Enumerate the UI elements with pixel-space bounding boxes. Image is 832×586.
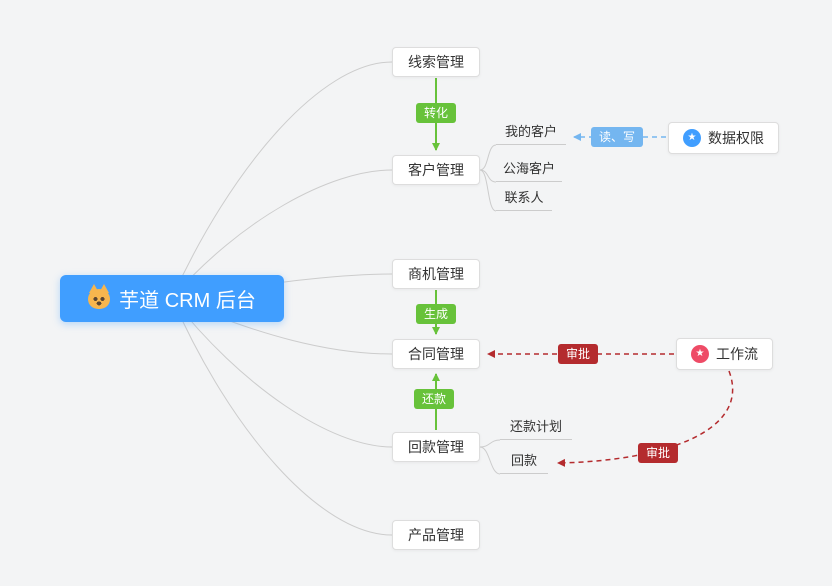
- connector-customers-contacts: [479, 169, 497, 212]
- node-opportunities-label: 商机管理: [408, 266, 464, 282]
- connector-root-leads: [171, 61, 393, 299]
- star-icon: ★: [683, 129, 701, 147]
- connector-root-customers: [171, 169, 393, 299]
- star-icon: ★: [691, 345, 709, 363]
- edge-label-approve-contract: 审批: [557, 344, 599, 364]
- connector-root-products: [171, 297, 393, 536]
- node-workflow-label: 工作流: [716, 346, 758, 362]
- node-customers[interactable]: 客户管理: [392, 155, 480, 185]
- node-receivables-label: 回款管理: [408, 439, 464, 455]
- connector-receivables-plan: [479, 439, 501, 448]
- root-label: 芋道 CRM 后台: [119, 290, 256, 312]
- node-contracts[interactable]: 合同管理: [392, 339, 480, 369]
- dog-face-icon: [88, 283, 111, 309]
- edge-label-repay: 还款: [413, 389, 455, 409]
- node-leads-label: 线索管理: [408, 54, 464, 70]
- leaf-pool-customers[interactable]: 公海客户: [496, 160, 562, 182]
- leaf-contacts[interactable]: 联系人: [496, 189, 552, 211]
- node-data-permission[interactable]: ★ 数据权限: [668, 122, 779, 154]
- node-leads[interactable]: 线索管理: [392, 47, 480, 77]
- root-node[interactable]: 芋道 CRM 后台: [60, 275, 284, 322]
- node-customers-label: 客户管理: [408, 162, 464, 178]
- edge-label-read-write: 读、写: [590, 127, 644, 147]
- leaf-repayment[interactable]: 回款: [500, 452, 548, 474]
- node-products-label: 产品管理: [408, 527, 464, 543]
- connector-customers-mine: [479, 144, 497, 171]
- connector-receivables-payment: [479, 446, 501, 475]
- node-contracts-label: 合同管理: [408, 346, 464, 362]
- leaf-my-customers[interactable]: 我的客户: [496, 123, 566, 145]
- leaf-repayment-plan[interactable]: 还款计划: [500, 418, 572, 440]
- connector-root-receivables: [171, 297, 393, 448]
- edge-label-convert: 转化: [415, 103, 457, 123]
- node-workflow[interactable]: ★ 工作流: [676, 338, 773, 370]
- node-data-permission-label: 数据权限: [708, 130, 764, 146]
- edge-label-generate: 生成: [415, 304, 457, 324]
- edge-label-approve-receivable: 审批: [637, 443, 679, 463]
- arrow-approve-receivable: [557, 370, 734, 467]
- node-opportunities[interactable]: 商机管理: [392, 259, 480, 289]
- node-products[interactable]: 产品管理: [392, 520, 480, 550]
- node-receivables[interactable]: 回款管理: [392, 432, 480, 462]
